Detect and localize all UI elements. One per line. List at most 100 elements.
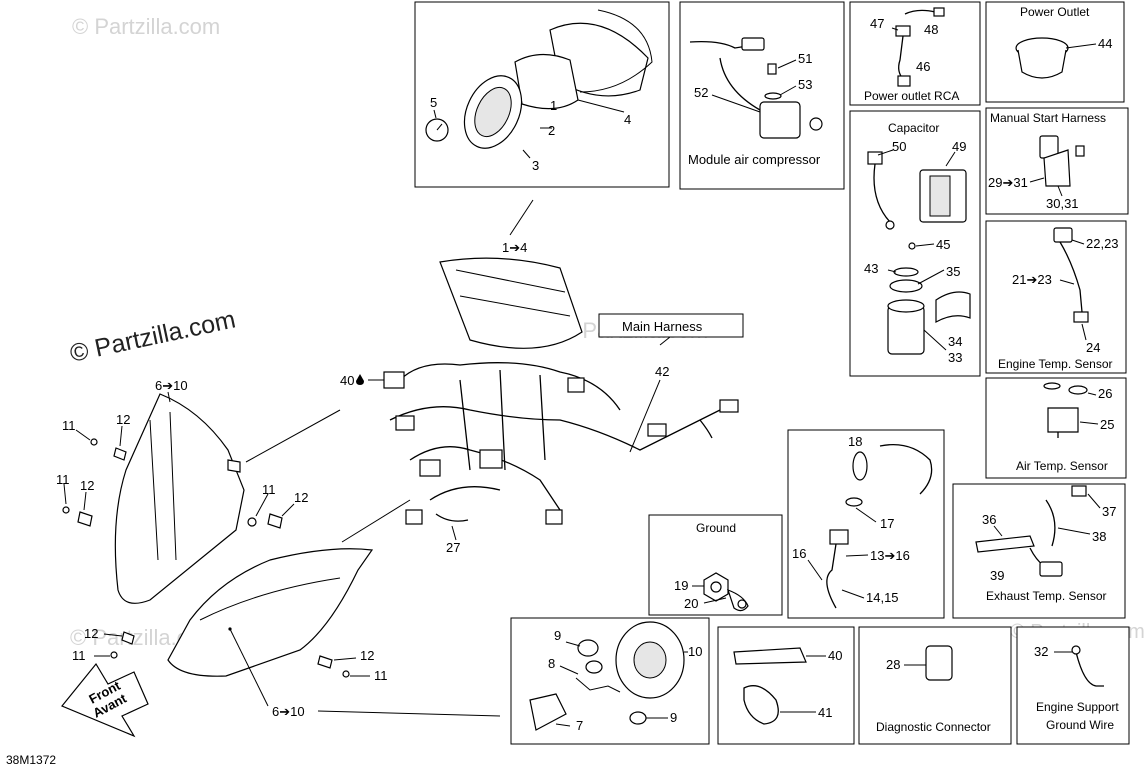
power-outlet-rca-box[interactable]: 47 48 46 Power outlet RCA bbox=[849, 1, 981, 106]
callout: 43 bbox=[864, 261, 878, 276]
ground-wire-caption-2: Ground Wire bbox=[1046, 718, 1114, 732]
capacitor-can bbox=[887, 305, 925, 355]
callout: 30,31 bbox=[1046, 196, 1079, 211]
callout: 20 bbox=[684, 596, 698, 611]
grease-tie-box[interactable]: 40 41 bbox=[717, 626, 855, 745]
callout: 46 bbox=[916, 59, 930, 74]
gauge-cluster-box[interactable]: 5 1 2 3 4 bbox=[414, 1, 670, 188]
callout: 22,23 bbox=[1086, 236, 1119, 251]
engine-ground-wire-box[interactable]: 32 Engine Support Ground Wire bbox=[1016, 626, 1130, 745]
compressor-module bbox=[759, 101, 801, 139]
watermark-text: © Partzilla.com bbox=[72, 14, 220, 39]
ground-wire bbox=[1075, 651, 1104, 687]
diagnostic-connector-box[interactable]: 28 Diagnostic Connector bbox=[858, 626, 1012, 745]
ground-box[interactable]: Ground 19 20 bbox=[648, 514, 783, 616]
cluster-lens bbox=[514, 53, 579, 110]
headlamp-bulb-box[interactable]: 9 10 8 7 9 bbox=[510, 617, 710, 745]
connector-ref: 40 bbox=[340, 373, 354, 388]
callout: 8 bbox=[548, 656, 555, 671]
exhaust-temp-sensor-box[interactable]: 37 36 38 39 Exhaust Temp. Sensor bbox=[952, 483, 1126, 619]
headlamp-bulb bbox=[529, 693, 567, 731]
instrument-cluster bbox=[439, 257, 583, 349]
air-temp-sensor-box[interactable]: 26 25 Air Temp. Sensor bbox=[985, 377, 1127, 479]
cluster-housing bbox=[549, 22, 649, 97]
callout: 47 bbox=[870, 16, 884, 31]
callout: 49 bbox=[952, 139, 966, 154]
harness-ref: 42 bbox=[655, 364, 669, 379]
diagnostic-connector bbox=[925, 645, 953, 681]
callout: 21➔23 bbox=[1012, 272, 1052, 287]
callout: 44 bbox=[1098, 36, 1112, 51]
watermark-main: © Partzilla.com bbox=[67, 305, 238, 367]
callout: 12 bbox=[116, 412, 130, 427]
harness-clip bbox=[435, 513, 469, 522]
callout: 25 bbox=[1100, 417, 1114, 432]
callout: 14,15 bbox=[866, 590, 899, 605]
callout: 38 bbox=[1092, 529, 1106, 544]
callout: 34 bbox=[948, 334, 962, 349]
ground-caption: Ground bbox=[696, 521, 736, 535]
tether-cord-box[interactable]: 18 17 16 13➔16 14,15 bbox=[787, 429, 945, 619]
callout: 37 bbox=[1102, 504, 1116, 519]
manual-start-caption: Manual Start Harness bbox=[990, 111, 1106, 125]
callout: 9 bbox=[670, 710, 677, 725]
power-outlet-caption: Power Outlet bbox=[1020, 5, 1090, 19]
callout: 7 bbox=[576, 718, 583, 733]
callout: 9 bbox=[554, 628, 561, 643]
callout: 36 bbox=[982, 512, 996, 527]
main-harness-title: Main Harness bbox=[622, 319, 703, 334]
cable-tie bbox=[743, 685, 779, 725]
callout: 51 bbox=[798, 51, 812, 66]
power-outlet-box[interactable]: Power Outlet 44 bbox=[985, 1, 1125, 103]
compressor-caption: Module air compressor bbox=[688, 152, 821, 167]
callout: 11 bbox=[62, 418, 76, 433]
engine-temp-caption: Engine Temp. Sensor bbox=[998, 357, 1113, 371]
callout: 41 bbox=[818, 705, 832, 720]
callout: 1 bbox=[550, 98, 557, 113]
headlight-right-ref: 6➔10 bbox=[272, 704, 305, 719]
callout: 11 bbox=[262, 482, 276, 497]
front-direction-arrow: Front Avant bbox=[61, 662, 149, 738]
callout: 12 bbox=[294, 490, 308, 505]
callout: 17 bbox=[880, 516, 894, 531]
exhaust-temp-probe bbox=[975, 535, 1035, 553]
callout: 11 bbox=[72, 648, 86, 663]
capacitor-box[interactable]: Capacitor 50 49 45 43 35 34 33 bbox=[849, 110, 981, 377]
callout: 33 bbox=[948, 350, 962, 365]
callout: 10 bbox=[688, 644, 702, 659]
screws-nuts bbox=[62, 438, 350, 678]
callout: 16 bbox=[792, 546, 806, 561]
headlight-left-ref: 6➔10 bbox=[155, 378, 188, 393]
callout: 24 bbox=[1086, 340, 1100, 355]
grease-tube bbox=[733, 647, 807, 665]
callout: 35 bbox=[946, 264, 960, 279]
main-wiring-harness bbox=[383, 362, 739, 525]
drawing-number: 38M1372 bbox=[6, 753, 56, 767]
callout: 18 bbox=[848, 434, 862, 449]
callout: 5 bbox=[430, 95, 437, 110]
callout: 26 bbox=[1098, 386, 1112, 401]
callout: 53 bbox=[798, 77, 812, 92]
clip-ref: 27 bbox=[446, 540, 460, 555]
capacitor-caption: Capacitor bbox=[888, 121, 939, 135]
air-compressor-box[interactable]: 51 53 52 Module air compressor bbox=[679, 1, 845, 190]
callout: 52 bbox=[694, 85, 708, 100]
main-harness-label[interactable]: Main Harness bbox=[598, 313, 744, 338]
diag-caption: Diagnostic Connector bbox=[876, 720, 991, 734]
callout: 19 bbox=[674, 578, 688, 593]
rca-caption: Power outlet RCA bbox=[864, 89, 959, 103]
callout: 12 bbox=[84, 626, 98, 641]
callout: 12 bbox=[360, 648, 374, 663]
callout: 13➔16 bbox=[870, 548, 910, 563]
callout: 48 bbox=[924, 22, 938, 37]
callout: 3 bbox=[532, 158, 539, 173]
ground-wire-caption-1: Engine Support bbox=[1036, 700, 1119, 714]
manual-start-harness-box[interactable]: Manual Start Harness 29➔31 30,31 bbox=[985, 107, 1129, 215]
cluster-ref: 1➔4 bbox=[502, 240, 527, 255]
air-temp-sensor bbox=[1047, 407, 1079, 433]
callout: 32 bbox=[1034, 644, 1048, 659]
engine-temp-sensor-box[interactable]: 22,23 21➔23 24 Engine Temp. Sensor bbox=[985, 220, 1127, 374]
callout: 4 bbox=[624, 112, 631, 127]
screw-callouts: 11 12 11 12 11 12 12 11 12 11 bbox=[56, 412, 388, 683]
